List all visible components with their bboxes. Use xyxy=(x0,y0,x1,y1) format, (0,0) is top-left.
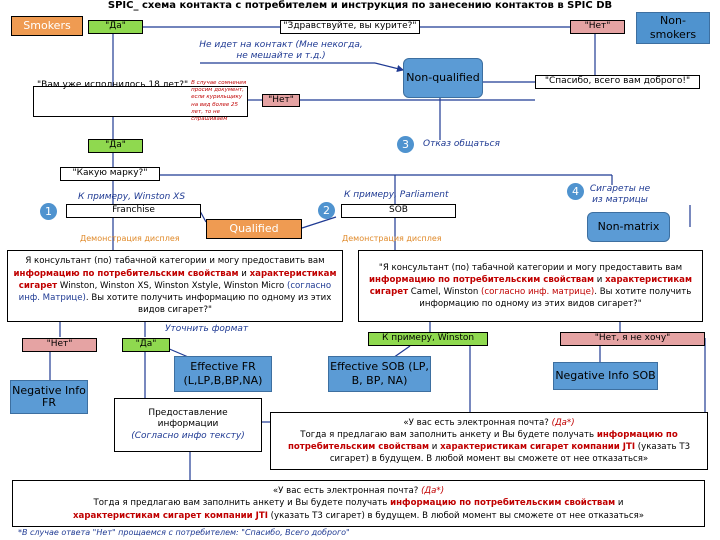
da-left-node: "Да" xyxy=(122,338,170,352)
email-right-text-2: и xyxy=(429,442,441,452)
email-right-node: «У вас есть электронная почта? (Да*) Тог… xyxy=(270,412,708,470)
negative-sob-node: Negative Info SOB xyxy=(553,362,658,390)
net-age-node: "Нет" xyxy=(262,94,300,107)
email-bottom-yes: (Да*) xyxy=(421,486,445,497)
left-offer-text-2: и xyxy=(238,268,250,279)
brand-question-node: "Какую марку?" xyxy=(60,167,160,181)
da-top-node: "Да" xyxy=(88,20,143,34)
sob-example-label: К примеру, Parliament xyxy=(344,190,449,200)
email-bottom-highlight-2: характеристикам сигарет компании JTI xyxy=(72,510,268,521)
right-offer-text-4: . Вы хотите получить информацию по одном… xyxy=(419,287,692,310)
right-offer-text-1: "Я консультант (по) табачной категории и… xyxy=(378,262,683,273)
email-bottom-highlight-1: информацию по потребительским свойствам xyxy=(390,498,616,509)
right-offer-node: "Я консультант (по) табачной категории и… xyxy=(358,250,703,322)
demo-right-label: Демонстрация дисплея xyxy=(342,234,442,243)
net-left-node: "Нет" xyxy=(22,338,97,352)
no-contact-label: Не идет на контакт (Мне некогда, не меша… xyxy=(199,40,363,62)
non-matrix-node: Non-matrix xyxy=(587,212,670,242)
email-bottom-text-2: и xyxy=(615,498,624,509)
right-offer-note: (согласно инф. матрице) xyxy=(481,287,595,297)
non-matrix-label: Сигареты не из матрицы xyxy=(589,184,651,205)
diagram-title: SPIC_ схема контакта с потребителем и ин… xyxy=(107,0,613,11)
email-right-text-3: (указать Т3 сигарет) в будущем. В любой … xyxy=(329,442,691,465)
left-offer-highlight-2: характеристикам сигарет xyxy=(18,268,337,291)
sob-number: 2 xyxy=(318,202,335,219)
effective-fr-node: Effective FR (L,LP,B,BP,NA) xyxy=(174,356,272,392)
right-offer-highlight-2: характеристикам сигарет xyxy=(369,274,692,297)
left-offer-highlight-1: информацию по потребительским свойствам xyxy=(13,268,239,279)
email-right-highlight-2: характеристикам сигарет компании JTI xyxy=(440,442,636,452)
right-offer-highlight-1: информацию по потребительским свойствам xyxy=(369,274,595,285)
sob-node: SOB xyxy=(341,204,456,218)
left-offer-note: (согласно инф. Матрице) xyxy=(18,280,332,304)
age-note-text: В случае сомнения просим документ, если … xyxy=(191,80,247,122)
presentation-node: Предоставление информации (Согласно инфо… xyxy=(114,398,262,452)
non-matrix-number: 4 xyxy=(567,183,584,200)
email-bottom-question: «У вас есть электронная почта? xyxy=(272,486,422,497)
age-question-node: "Вам уже исполнилось 18 лет?" В случае с… xyxy=(33,80,248,122)
no-want-node: "Нет, я не хочу" xyxy=(560,332,705,346)
line-franchise-qual xyxy=(199,210,207,223)
da-age-node: "Да" xyxy=(88,139,143,153)
negative-fr-node: Negative Info FR xyxy=(10,380,88,414)
email-bottom-text-1: Тогда я предлагаю вам заполнить анкету и… xyxy=(93,498,391,509)
email-right-yes: (Да*) xyxy=(551,417,575,428)
email-right-text-1: Тогда я предлагаю вам заполнить анкету и… xyxy=(300,429,597,440)
line-sob-qual xyxy=(301,216,337,229)
left-offer-text-4: . Вы хотите получить информацию по одном… xyxy=(85,293,332,316)
smokers-node: Smokers xyxy=(11,16,83,36)
net-top-node: "Нет" xyxy=(570,20,625,34)
franchise-node: Franchise xyxy=(66,204,201,218)
thanks-node: "Спасибо, всего вам доброго!" xyxy=(535,75,700,89)
winston-example-node: К примеру, Winston xyxy=(368,332,488,346)
non-smokers-node: Non-smokers xyxy=(636,12,710,44)
non-qualified-node: Non-qualified xyxy=(403,58,483,98)
email-bottom-node: «У вас есть электронная почта? (Да*) Тог… xyxy=(12,480,705,527)
email-right-highlight-1: информацию по потребительским свойствам xyxy=(287,429,678,452)
left-offer-text-3: Winston, Winston XS, Winston Xstyle, Win… xyxy=(57,280,287,291)
effective-sob-node: Effective SOB (LP, B, BP, NA) xyxy=(328,356,431,392)
refusal-number: 3 xyxy=(397,136,414,153)
left-offer-text-1: Я консультант (по) табачной категории и … xyxy=(25,256,325,267)
qualified-node: Qualified xyxy=(206,219,302,239)
clarify-label: Уточнить формат xyxy=(165,324,249,334)
refusal-label: Отказ общаться xyxy=(423,139,500,149)
age-question-text: "Вам уже исполнилось 18 лет?" xyxy=(37,80,189,91)
right-offer-text-2: и xyxy=(594,274,606,285)
line-nocontact-arrow xyxy=(374,62,405,73)
email-right-question: «У вас есть электронная почта? xyxy=(403,417,552,428)
demo-left-label: Демонстрация дисплея xyxy=(80,234,180,243)
franchise-example-label: К примеру, Winston XS xyxy=(78,192,186,202)
franchise-number: 1 xyxy=(40,203,57,220)
presentation-title: Предоставление информации xyxy=(148,408,228,430)
presentation-subtitle: (Согласно инфо тексту) xyxy=(131,430,245,441)
greeting-node: "Здравствуйте, вы курите?" xyxy=(280,20,420,34)
email-bottom-text-3: (указать Т3 сигарет) в будущем. В любой … xyxy=(267,510,644,521)
left-offer-node: Я консультант (по) табачной категории и … xyxy=(7,250,343,322)
right-offer-text-3: Camel, Winston xyxy=(408,287,482,297)
footnote: *В случае ответа "Нет" прощаемся с потре… xyxy=(18,528,350,537)
